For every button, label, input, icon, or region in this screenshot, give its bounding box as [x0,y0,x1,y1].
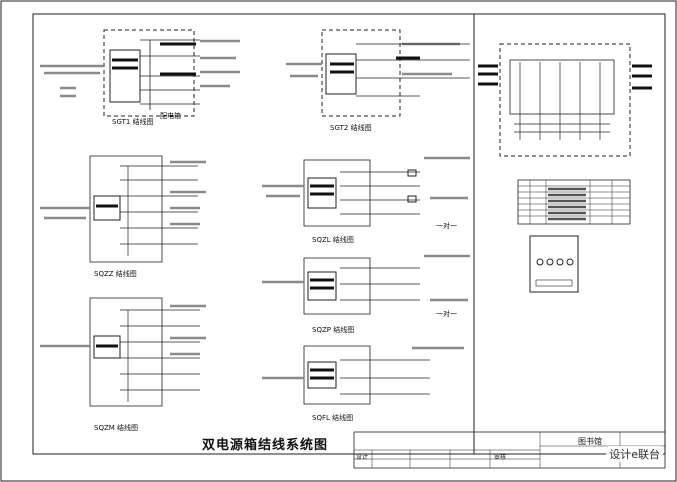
panel-p3 [89,155,163,263]
panel-p6 [89,297,163,407]
panel-p1-meter [109,49,141,103]
panel-p5 [303,257,371,315]
equipment-table [517,179,631,225]
panel-p3-label: SQZZ 结线图 [94,270,137,278]
bus-label: 配电箱 [160,112,181,120]
title-block-design: 设计 [356,454,369,461]
drawing-frame [32,13,666,455]
panel-p2-label: SGT2 结线图 [330,124,372,132]
cabinet-front [529,235,579,293]
ats-box [499,43,631,157]
one-to-one-label-a: 一对一 [436,222,457,230]
title-block-check: 审核 [494,454,507,461]
panel-p4-label: SQZL 结线图 [312,236,354,244]
panel-p1-label: SGT1 结线图 [112,118,154,126]
panel-p7 [303,345,371,405]
panel-p4 [303,159,371,227]
drawing-title: 双电源箱结线系统图 [202,438,329,453]
panel-p7-label: SQFL 结线图 [312,414,354,422]
watermark: 设计e联台 [606,446,663,462]
panel-p5-label: SQZP 结线图 [312,326,355,334]
one-to-one-label-b: 一对一 [436,310,457,318]
title-block-sheet: 图书馆 [578,437,602,446]
panel-p2-dashed [321,29,401,117]
panel-p6-label: SQZM 结线图 [94,424,139,432]
